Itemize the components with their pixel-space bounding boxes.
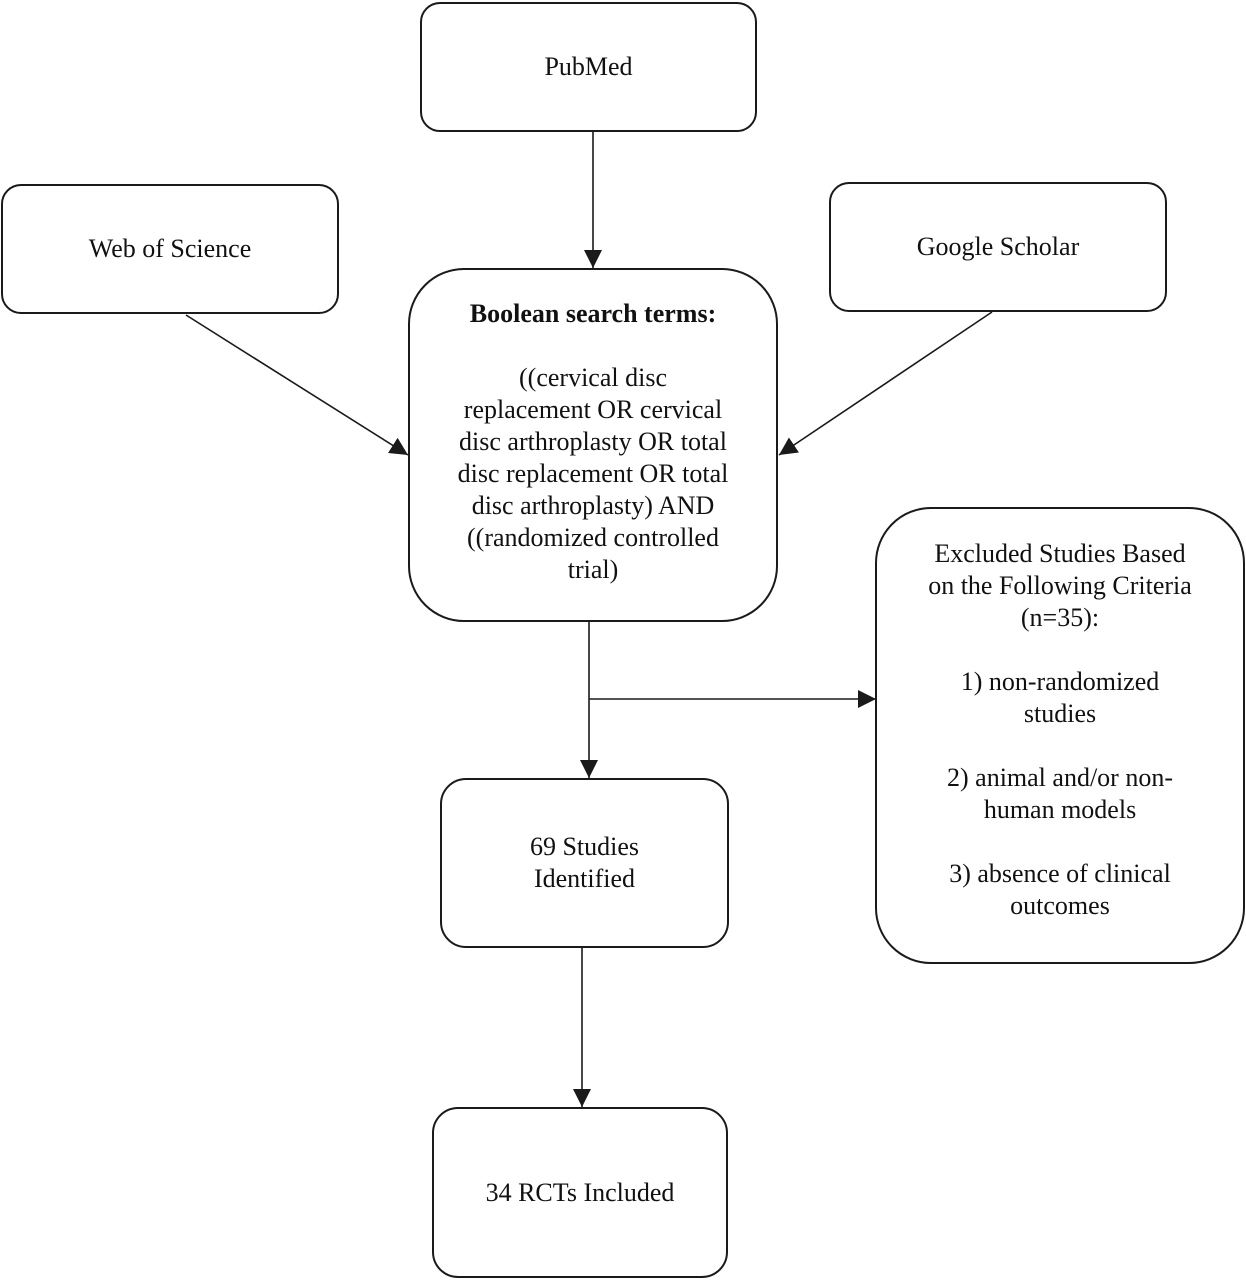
rcts-included-box: 34 RCTs Included <box>432 1107 728 1278</box>
included-label: 34 RCTs Included <box>485 1177 675 1207</box>
boolean-term-line: disc arthroplasty) AND <box>471 491 715 520</box>
excluded-heading-line: (n=35): <box>1020 603 1100 632</box>
exclusion-criterion-line: 2) animal and/or non- <box>947 763 1173 792</box>
pubmed-label: PubMed <box>544 52 633 81</box>
boolean-term-line: ((cervical disc <box>519 363 667 392</box>
exclusion-criterion-line: human models <box>983 795 1137 824</box>
excluded-heading-line: on the Following Criteria <box>928 571 1192 600</box>
boolean-term-line: disc replacement OR total <box>457 459 729 488</box>
pubmed-box: PubMed <box>420 2 757 132</box>
exclusion-criterion-line: 3) absence of clinical <box>949 859 1171 888</box>
google-scholar-label: Google Scholar <box>916 232 1080 261</box>
arrow-wos-to-boolean <box>185 314 409 456</box>
boolean-search-box: Boolean search terms: ((cervical disc re… <box>408 268 778 622</box>
exclusion-criterion-line: studies <box>1023 699 1097 728</box>
identified-line: 69 Studies <box>529 832 640 861</box>
excluded-studies-box: Excluded Studies Based on the Following … <box>875 507 1245 964</box>
studies-identified-box: 69 Studies Identified <box>440 778 729 948</box>
boolean-heading: Boolean search terms: <box>469 299 717 328</box>
web-of-science-box: Web of Science <box>1 184 339 314</box>
boolean-term-line: disc arthroplasty OR total <box>459 427 727 456</box>
boolean-term-line: replacement OR cervical <box>463 395 723 424</box>
exclusion-criterion-line: outcomes <box>1010 891 1110 920</box>
exclusion-criterion-line: 1) non-randomized <box>960 667 1160 696</box>
boolean-term-line: ((randomized controlled <box>467 523 719 552</box>
excluded-heading-line: Excluded Studies Based <box>934 539 1186 568</box>
web-of-science-label: Web of Science <box>88 234 252 263</box>
boolean-term-line: trial) <box>567 555 619 584</box>
identified-line: Identified <box>533 864 636 893</box>
google-scholar-box: Google Scholar <box>829 182 1167 312</box>
arrow-scholar-to-boolean <box>778 311 993 456</box>
